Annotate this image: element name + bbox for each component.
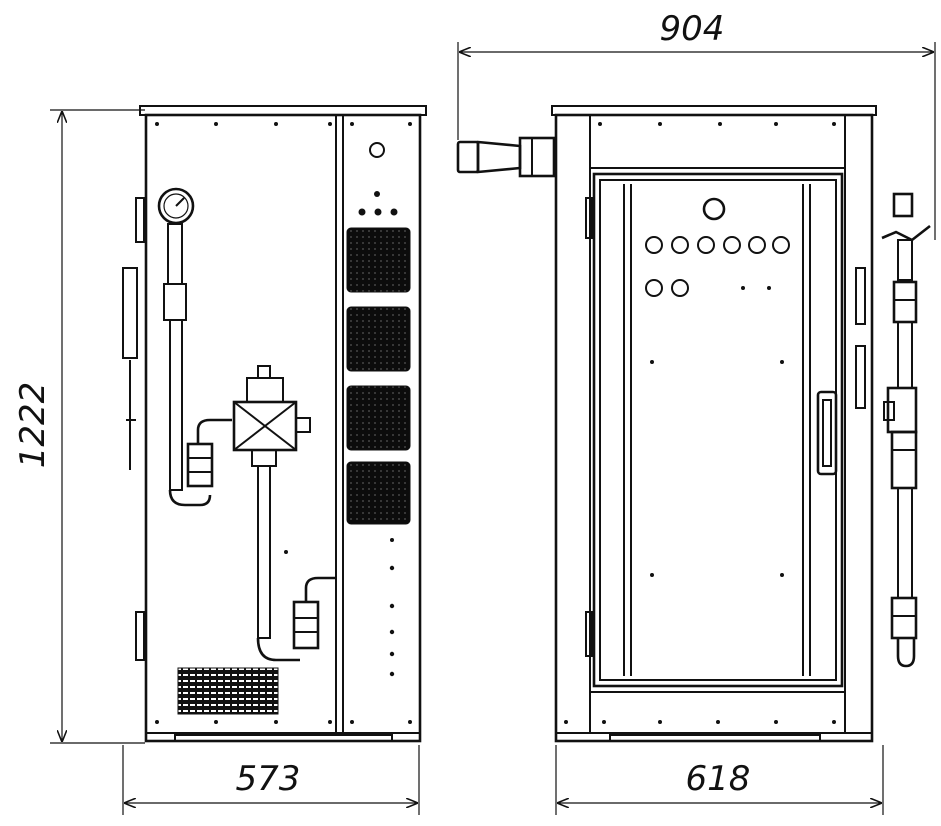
dimension-front-width: 618: [555, 745, 884, 815]
cylinder-fitting-icon: [456, 136, 556, 178]
dimension-overall-depth: 904: [457, 9, 936, 240]
front-view: [456, 105, 931, 743]
dimension-label-depth: 904: [660, 9, 725, 49]
dimension-height: 1222: [13, 109, 145, 744]
dimension-label-front-width: 618: [686, 759, 751, 799]
dimension-label-side-width: 573: [236, 759, 301, 799]
door-handle-icon: [816, 390, 838, 476]
cross-fitting-icon: [232, 365, 311, 467]
side-view: [122, 105, 427, 743]
dimension-side-width: 573: [122, 745, 420, 815]
pressure-gauge-icon: [157, 187, 195, 225]
vent-grille-icon: [177, 667, 279, 715]
dimension-label-height: 1222: [13, 382, 53, 469]
